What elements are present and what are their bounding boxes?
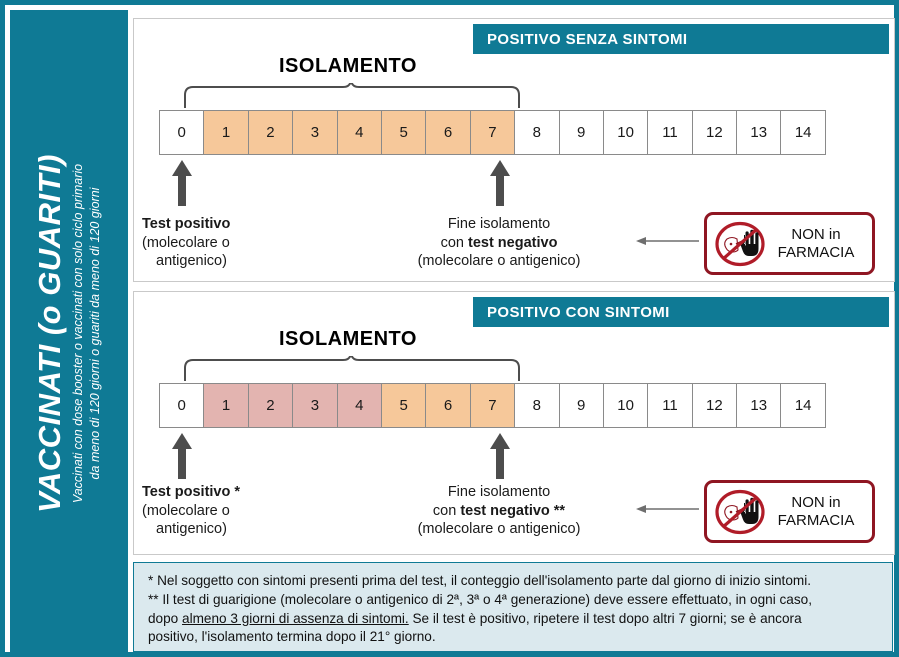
pharmacy-line-1: NON in — [791, 493, 841, 511]
sidebar-subtitle-line2: da meno di 120 giorni o guariti da meno … — [88, 187, 103, 480]
footnote-box: * Nel soggetto con sintomi presenti prim… — [133, 562, 893, 652]
day-cell: 10 — [602, 383, 649, 428]
footnote-underlined: almeno 3 giorni di assenza di sintomi. — [182, 610, 409, 626]
pharmacy-warning-text-2: NON in FARMACIA — [766, 494, 872, 530]
day-cell: 8 — [514, 110, 560, 155]
footnote-line-1: * Nel soggetto con sintomi presenti prim… — [148, 573, 811, 588]
sidebar-subtitle: Vaccinati con dose booster o vaccinati c… — [70, 164, 104, 503]
footnote-line-3: positivo, l'isolamento termina dopo il 2… — [148, 629, 436, 645]
caption-line-3: (molecolare o antigenico) — [417, 253, 581, 270]
day-cell: 11 — [647, 383, 693, 428]
arrow-up-end-isolation-1 — [490, 160, 510, 206]
caption-test-positive-1: Test positivo (molecolare o antigenico) — [142, 215, 230, 271]
day-cell: 12 — [691, 110, 738, 155]
isolation-label-1: ISOLAMENTO — [279, 55, 417, 77]
day-cell: 7 — [469, 383, 516, 428]
section-card-asymptomatic: POSITIVO SENZA SINTOMI ISOLAMENTO 0 1 2 … — [133, 18, 895, 282]
caption-test-positive-2: Test positivo * (molecolare o antigenico… — [142, 483, 240, 539]
isolation-brace-2 — [184, 356, 520, 381]
caption-prefix: con — [432, 502, 461, 519]
connector-arrow-1 — [636, 237, 699, 245]
no-hand-swab-icon — [715, 489, 765, 534]
day-cell: 14 — [780, 110, 826, 155]
day-table-symptomatic: 0 1 2 3 4 5 6 7 8 9 10 11 12 13 14 — [159, 383, 826, 428]
arrow-up-end-isolation-2 — [490, 433, 510, 479]
day-cell: 12 — [691, 383, 738, 428]
day-cell: 2 — [247, 383, 294, 428]
section-card-symptomatic: POSITIVO CON SINTOMI ISOLAMENTO 0 1 2 3 … — [133, 291, 895, 555]
caption-end-isolation-1: Fine isolamento con test negativo (molec… — [369, 215, 629, 271]
day-cell: 3 — [292, 383, 338, 428]
day-cell: 11 — [647, 110, 693, 155]
sidebar-title: VACCINATI (o GUARITI) — [31, 154, 67, 513]
caption-suffix: ** — [549, 502, 566, 519]
day-cell: 2 — [247, 110, 294, 155]
day-cell: 1 — [203, 383, 249, 428]
arrow-up-test-positive-1 — [172, 160, 192, 206]
day-table-asymptomatic: 0 1 2 3 4 5 6 7 8 9 10 11 12 13 14 — [159, 110, 826, 155]
sidebar-rotated-text: VACCINATI (o GUARITI) Vaccinati con dose… — [10, 10, 128, 657]
day-cell: 9 — [558, 110, 604, 155]
footnote-line-2c: Se il test è positivo, ripetere il test … — [408, 610, 802, 626]
pharmacy-line-2: FARMACIA — [777, 511, 855, 529]
sidebar-subtitle-line1: Vaccinati con dose booster o vaccinati c… — [71, 163, 86, 504]
day-cell: 9 — [558, 383, 604, 428]
isolation-brace-1 — [184, 83, 520, 108]
footnote-line-2: ** Il test di guarigione (molecolare o a… — [148, 591, 878, 610]
day-cell: 14 — [780, 383, 826, 428]
day-cell: 1 — [203, 110, 249, 155]
day-cell: 13 — [736, 110, 782, 155]
pharmacy-line-2: FARMACIA — [777, 243, 855, 261]
caption-line-1: Fine isolamento — [447, 216, 551, 232]
no-hand-swab-icon — [715, 221, 765, 266]
pharmacy-warning-text-1: NON in FARMACIA — [766, 226, 872, 262]
day-cell: 13 — [736, 383, 782, 428]
caption-line-3: antigenico) — [156, 521, 227, 538]
footnote-line-2a: ** Il test di guarigione (molecolare o a… — [148, 591, 812, 607]
arrow-up-test-positive-2 — [172, 433, 192, 479]
caption-line-2: (molecolare o — [142, 234, 230, 251]
day-cell: 5 — [380, 383, 427, 428]
sidebar-category-rail: VACCINATI (o GUARITI) Vaccinati con dose… — [10, 10, 128, 657]
footnote-line-2b: dopo — [148, 610, 183, 626]
caption-line-3: antigenico) — [156, 253, 227, 270]
day-cell: 0 — [159, 110, 205, 155]
caption-line-1: Test positivo — [142, 216, 231, 232]
day-cell: 3 — [292, 110, 338, 155]
section-banner-symptomatic: POSITIVO CON SINTOMI — [473, 297, 889, 327]
day-cell: 4 — [336, 110, 382, 155]
connector-arrow-2 — [636, 505, 699, 513]
day-cell: 0 — [159, 383, 205, 428]
pharmacy-warning-box-1: NON in FARMACIA — [704, 212, 875, 275]
caption-line-2: con test negativo — [369, 234, 629, 253]
caption-line-1: Fine isolamento — [447, 484, 551, 500]
day-cell: 8 — [514, 383, 560, 428]
caption-prefix: con — [440, 234, 468, 251]
day-cell: 7 — [469, 110, 516, 155]
day-cell: 10 — [602, 110, 649, 155]
caption-line-2: con test negativo ** — [369, 502, 629, 521]
day-cell: 6 — [425, 383, 471, 428]
caption-bold: test negativo — [467, 234, 558, 251]
content-area: POSITIVO SENZA SINTOMI ISOLAMENTO 0 1 2 … — [128, 10, 899, 657]
caption-end-isolation-2: Fine isolamento con test negativo ** (mo… — [369, 483, 629, 539]
section-banner-asymptomatic: POSITIVO SENZA SINTOMI — [473, 24, 889, 54]
pharmacy-line-1: NON in — [791, 225, 841, 243]
pharmacy-warning-box-2: NON in FARMACIA — [704, 480, 875, 543]
caption-line-1: Test positivo * — [142, 484, 241, 500]
day-cell: 4 — [336, 383, 382, 428]
day-cell: 6 — [425, 110, 471, 155]
isolation-label-2: ISOLAMENTO — [279, 328, 417, 350]
footnote-line-2-cont: dopo almeno 3 giorni di assenza di sinto… — [148, 610, 878, 629]
caption-line-2: (molecolare o — [142, 502, 230, 519]
caption-bold: test negativo — [460, 502, 550, 519]
caption-line-3: (molecolare o antigenico) — [417, 521, 581, 538]
day-cell: 5 — [380, 110, 427, 155]
